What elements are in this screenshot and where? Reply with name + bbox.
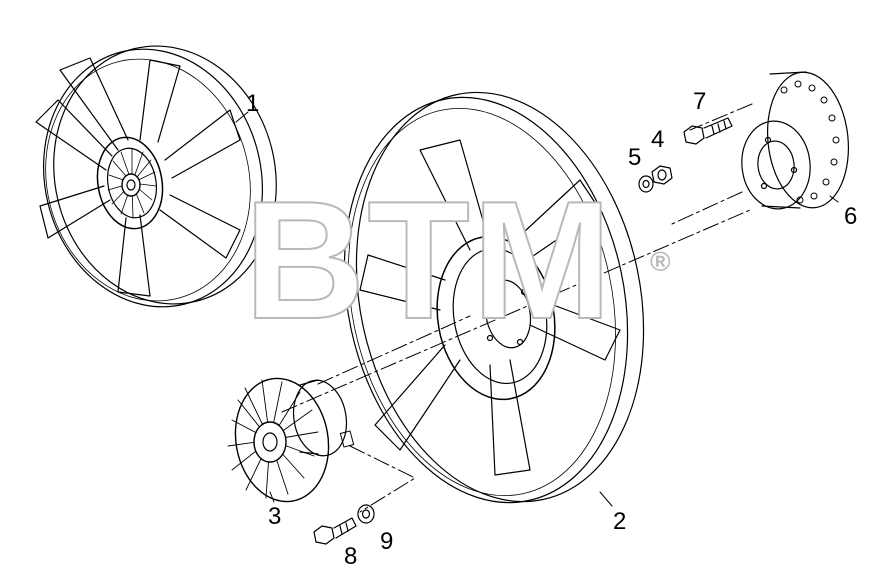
callout-1: 1 bbox=[246, 90, 260, 117]
leader-lines bbox=[235, 111, 839, 507]
callout-2: 2 bbox=[613, 508, 627, 535]
assembly-centerlines bbox=[281, 103, 753, 513]
callout-7: 7 bbox=[693, 88, 707, 115]
callout-4: 4 bbox=[651, 126, 665, 153]
part-2-fan bbox=[343, 91, 645, 504]
part-4-nut bbox=[651, 165, 673, 185]
callout-9: 9 bbox=[380, 528, 394, 555]
registered-mark: ® bbox=[650, 246, 671, 277]
btm-watermark: BTM bbox=[243, 166, 614, 354]
part-6-hub bbox=[741, 71, 850, 210]
callout-6: 6 bbox=[844, 203, 858, 230]
part-9-washer bbox=[357, 504, 375, 524]
part-3-coupling bbox=[227, 377, 355, 503]
callout-5: 5 bbox=[628, 144, 642, 171]
part-5-washer bbox=[638, 175, 654, 193]
part-7-bolt bbox=[683, 117, 733, 145]
part-1-fan bbox=[35, 45, 277, 308]
callout-8: 8 bbox=[344, 543, 358, 570]
callout-3: 3 bbox=[268, 503, 282, 530]
part-8-bolt bbox=[313, 517, 357, 545]
